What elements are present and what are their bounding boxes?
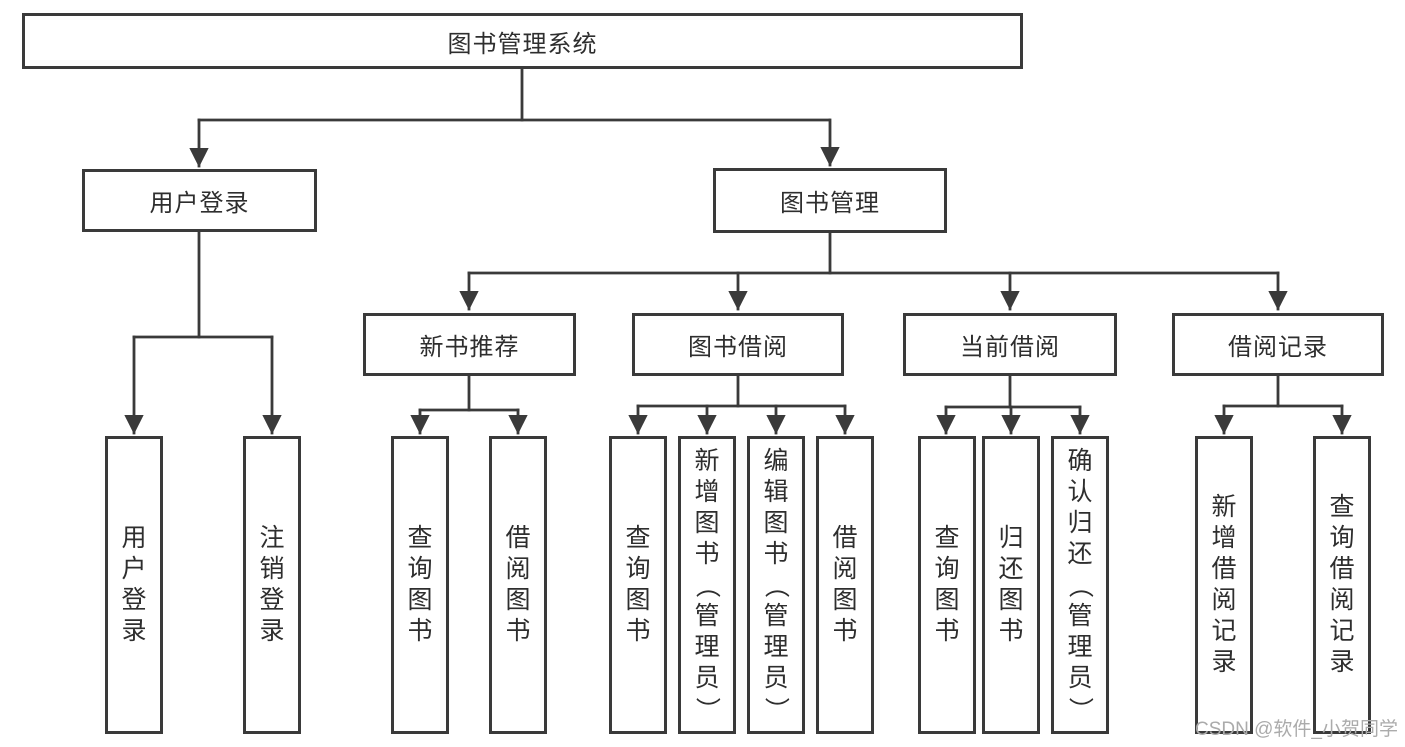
node-label: 查询借阅记录 <box>1329 493 1355 676</box>
node-user-login-module: 用户登录 <box>82 169 317 232</box>
node-label: 编辑图书（管理员） <box>762 446 791 722</box>
node-label: 图书管理系统 <box>447 30 598 58</box>
node-label: 用户登录 <box>121 524 147 645</box>
node-label: 注销登录 <box>259 524 285 645</box>
leaf-user-login: 用户登录 <box>105 436 163 734</box>
leaf-add-borrow-record: 新增借阅记录 <box>1195 436 1253 734</box>
node-label: 归还图书 <box>998 524 1024 645</box>
leaf-borrow-books: 借阅图书 <box>816 436 874 734</box>
leaf-return-books: 归还图书 <box>982 436 1040 734</box>
node-borrowing-records: 借阅记录 <box>1172 313 1384 376</box>
node-book-management-module: 图书管理 <box>713 168 947 233</box>
node-new-book-recommendation: 新书推荐 <box>363 313 576 376</box>
node-current-borrowing: 当前借阅 <box>903 313 1117 376</box>
leaf-query-books-borrowing: 查询图书 <box>609 436 667 734</box>
leaf-query-borrow-record: 查询借阅记录 <box>1313 436 1371 734</box>
leaf-add-books-admin: 新增图书（管理员） <box>678 436 736 734</box>
node-label: 用户登录 <box>149 190 250 217</box>
node-label: 借阅记录 <box>1228 334 1328 361</box>
node-label: 新增借阅记录 <box>1211 493 1237 676</box>
node-label: 新书推荐 <box>419 334 520 361</box>
leaf-edit-books-admin: 编辑图书（管理员） <box>747 436 805 734</box>
csdn-watermark: CSDN @软件_小贺同学 <box>1195 719 1398 740</box>
node-label: 当前借阅 <box>960 334 1060 361</box>
node-label: 图书管理 <box>780 190 880 217</box>
node-book-borrowing: 图书借阅 <box>632 313 844 376</box>
node-label: 确认归还（管理员） <box>1066 446 1095 722</box>
leaf-logout: 注销登录 <box>243 436 301 734</box>
leaf-confirm-return-admin: 确认归还（管理员） <box>1051 436 1109 734</box>
node-label: 查询图书 <box>407 524 433 645</box>
node-label: 图书借阅 <box>688 334 788 361</box>
node-root-system: 图书管理系统 <box>22 13 1023 69</box>
leaf-query-books-current: 查询图书 <box>918 436 976 734</box>
leaf-borrow-books-recommend: 借阅图书 <box>489 436 547 734</box>
node-label: 查询图书 <box>934 524 960 645</box>
leaf-query-books-recommend: 查询图书 <box>391 436 449 734</box>
node-label: 查询图书 <box>625 524 651 645</box>
node-label: 借阅图书 <box>505 524 531 645</box>
node-label: 新增图书（管理员） <box>693 446 722 722</box>
node-label: 借阅图书 <box>832 524 858 645</box>
